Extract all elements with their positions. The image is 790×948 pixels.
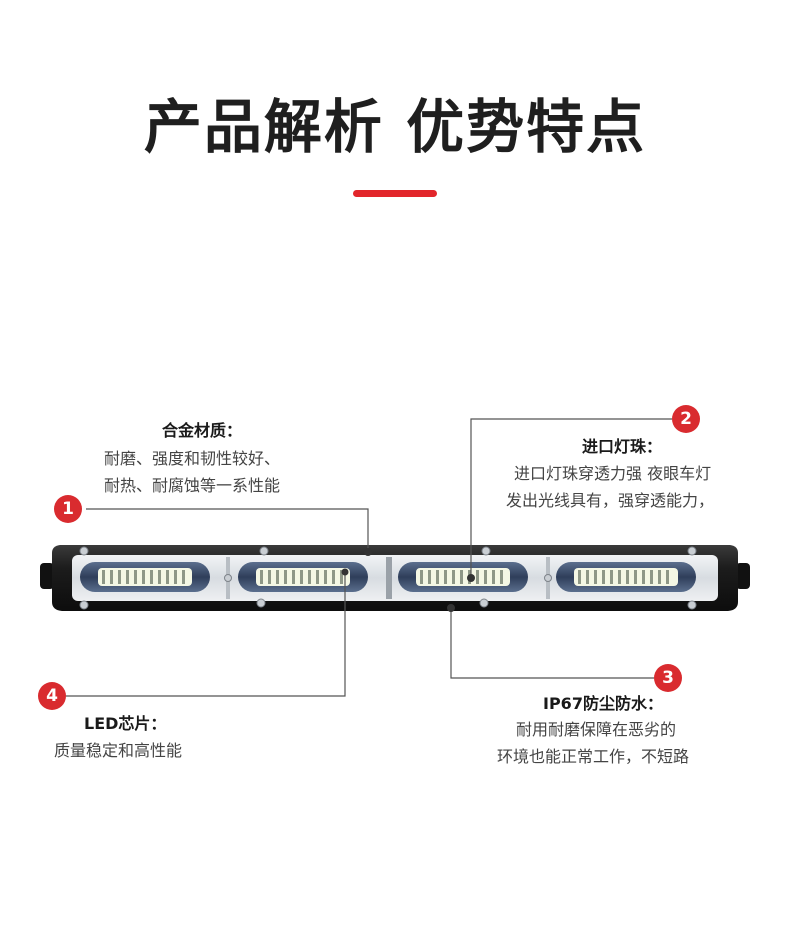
led-module-3 xyxy=(398,562,528,592)
callout-4-line-1: 质量稳定和高性能 xyxy=(54,741,183,760)
leader-lines xyxy=(66,418,672,697)
led-module-4 xyxy=(556,562,696,592)
callout-4-number-badge: 4 xyxy=(38,682,66,710)
callout-1-title: 合金材质： xyxy=(162,421,243,440)
led-module-2 xyxy=(238,562,368,592)
callout-2-line-1: 进口灯珠穿透力强 夜眼车灯 xyxy=(514,464,712,483)
callout-3-line-2: 环境也能正常工作，不短路 xyxy=(497,747,690,766)
led-module-1 xyxy=(80,562,210,592)
title-underline xyxy=(353,190,437,197)
callout-2-title: 进口灯珠： xyxy=(582,437,663,456)
callout-3-line-1: 耐用耐磨保障在恶劣的 xyxy=(516,720,677,739)
page-title: 产品解析 优势特点 xyxy=(143,93,647,161)
callout-1-line-2: 耐热、耐腐蚀等一系性能 xyxy=(104,476,281,495)
callout-3-title: IP67防尘防水： xyxy=(543,694,663,713)
callout-2-line-2: 发出光线具有，强穿透能力， xyxy=(506,491,715,510)
callout-3-number-badge: 3 xyxy=(654,664,682,692)
callout-2-number-badge: 2 xyxy=(672,405,700,433)
callout-1-line-1: 耐磨、强度和韧性较好、 xyxy=(104,449,281,468)
leader-dots xyxy=(341,548,475,612)
callout-4-title: LED芯片： xyxy=(84,714,167,733)
callout-1-number-badge: 1 xyxy=(54,495,82,523)
led-light-bar-icon xyxy=(40,545,750,611)
